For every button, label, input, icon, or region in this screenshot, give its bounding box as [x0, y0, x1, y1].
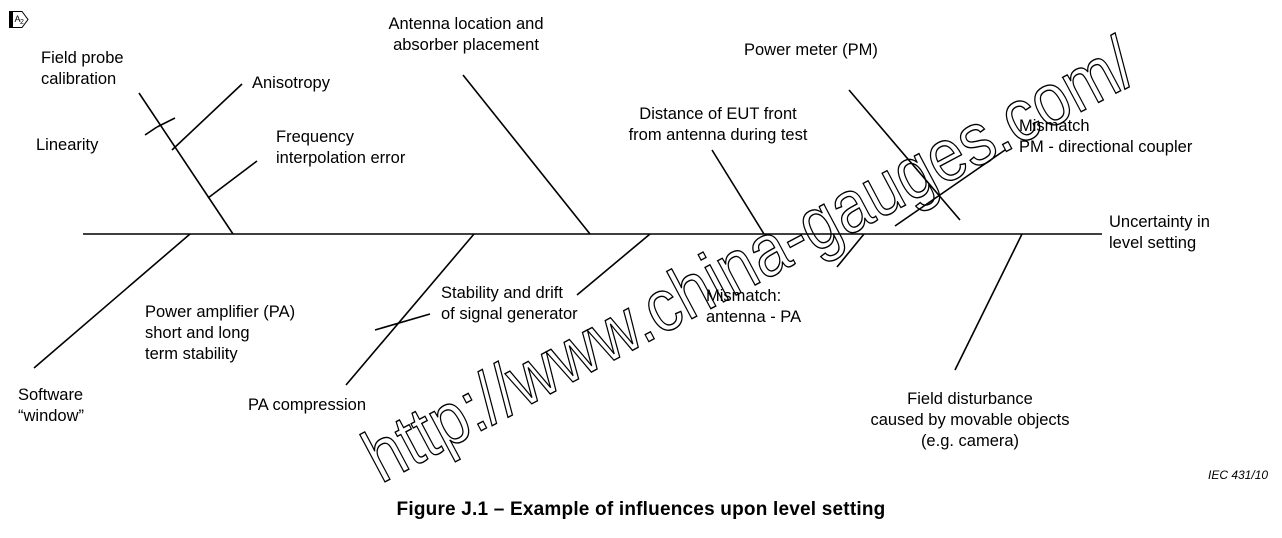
bone-anisotropy	[171, 83, 243, 151]
bone-pa-stability-link	[374, 313, 431, 331]
bone-pa-stability	[345, 233, 475, 386]
label-linearity: Linearity	[36, 136, 99, 154]
bone-linearity-link	[156, 117, 176, 128]
bone-field-probe	[138, 92, 234, 235]
label-pa-stability: Power amplifier (PA) short and long term…	[145, 303, 296, 363]
bone-power-meter	[848, 89, 961, 221]
label-frequency-interpolation: Frequency interpolation error	[276, 128, 406, 167]
bone-mismatch-pm	[894, 149, 1006, 227]
bone-mismatch-antenna	[836, 233, 865, 268]
bone-signal-generator	[576, 233, 651, 296]
svg-text:2: 2	[20, 19, 24, 26]
label-effect: Uncertainty in level setting	[1109, 213, 1210, 252]
iec-code: IEC 431/10	[1208, 468, 1269, 482]
label-field-probe-calibration: Field probe calibration	[41, 49, 124, 88]
bone-antenna-location	[462, 74, 591, 235]
label-mismatch-antenna: Mismatch: antenna - PA	[706, 287, 802, 326]
label-power-meter: Power meter (PM)	[744, 41, 878, 59]
figure-caption: Figure J.1 – Example of influences upon …	[396, 499, 886, 520]
bone-distance-eut	[711, 149, 765, 235]
label-field-disturbance: Field disturbance caused by movable obje…	[870, 390, 1070, 450]
bone-linearity	[144, 126, 158, 136]
label-software-window: Software “window”	[18, 386, 85, 425]
amendment-marker-icon: A 2	[9, 11, 29, 28]
label-signal-generator: Stability and drift of signal generator	[441, 284, 578, 323]
label-pa-compression: PA compression	[248, 396, 366, 414]
bone-frequency	[207, 160, 258, 199]
bone-field-disturbance	[954, 233, 1023, 371]
bone-software	[33, 233, 191, 369]
svg-text:A: A	[15, 14, 21, 24]
label-distance-eut: Distance of EUT front from antenna durin…	[628, 105, 808, 144]
label-antenna-location: Antenna location and absorber placement	[388, 15, 544, 54]
label-mismatch-pm: Mismatch PM - directional coupler	[1019, 117, 1193, 156]
label-anisotropy: Anisotropy	[252, 74, 330, 92]
